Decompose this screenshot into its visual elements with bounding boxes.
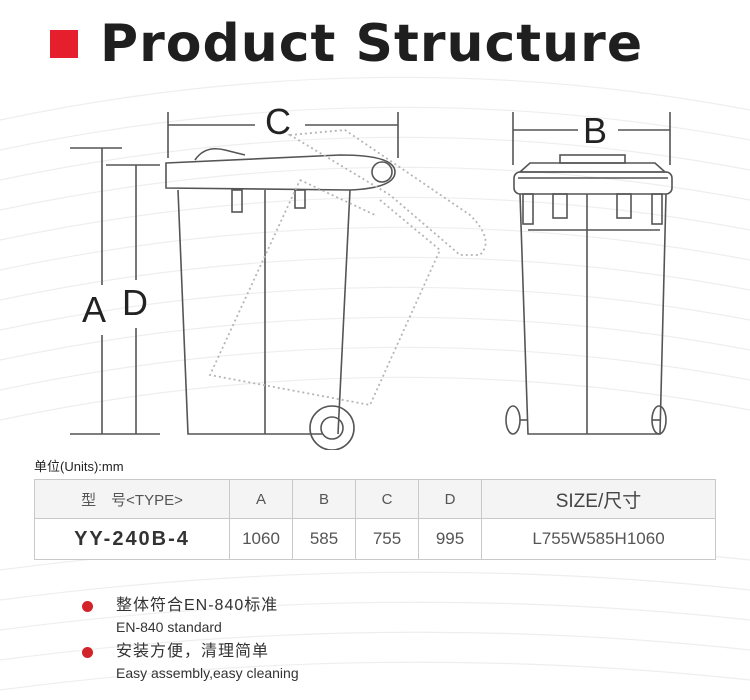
feature-list: 整体符合EN-840标准 EN-840 standard 安装方便，清理简单 E… [82,595,299,687]
page-title: Product Structure [100,14,644,74]
cell-a: 1060 [229,518,293,560]
feature-en: EN-840 standard [116,619,222,635]
bullet-icon [82,647,93,658]
list-item: 安装方便，清理简单 Easy assembly,easy cleaning [82,641,299,683]
header-b: B [292,479,356,519]
spec-table: 型 号<TYPE> A B C D SIZE/尺寸 YY-240B-4 1060… [34,479,716,560]
cell-b: 585 [292,518,356,560]
label-b: B [583,110,607,151]
cell-size: L755W585H1060 [481,518,716,560]
header-c: C [355,479,419,519]
label-c: C [265,101,291,142]
table-row: YY-240B-4 1060 585 755 995 L755W585H1060 [34,518,716,560]
list-item: 整体符合EN-840标准 EN-840 standard [82,595,299,637]
label-d: D [122,282,148,323]
label-a: A [82,289,106,330]
header-type: 型 号<TYPE> [34,479,230,519]
header-size: SIZE/尺寸 [481,479,716,519]
units-label: 单位(Units):mm [34,459,124,474]
header-a: A [229,479,293,519]
feature-zh: 安装方便，清理简单 [116,643,270,660]
title-accent-square [50,30,78,58]
header: Product Structure [50,12,643,76]
table-header-row: 型 号<TYPE> A B C D SIZE/尺寸 [34,479,716,519]
front-view [505,112,673,435]
cell-c: 755 [355,518,419,560]
cell-model: YY-240B-4 [34,518,230,560]
tilted-outline [208,129,487,407]
side-view [70,112,399,450]
cell-d: 995 [418,518,482,560]
feature-zh: 整体符合EN-840标准 [116,597,279,614]
bullet-icon [82,601,93,612]
header-d: D [418,479,482,519]
structure-diagram: C A D B [70,101,673,450]
feature-en: Easy assembly,easy cleaning [116,665,299,681]
